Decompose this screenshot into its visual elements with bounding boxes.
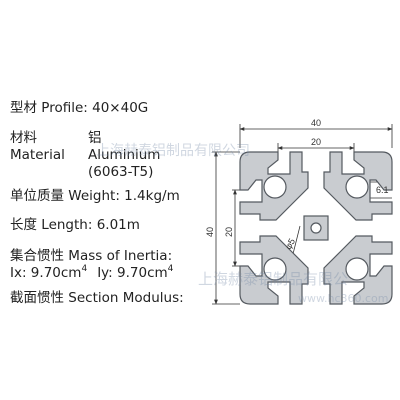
spec-weight: 单位质量 Weight: 1.4kg/m <box>10 188 180 205</box>
profile-corner-hole <box>345 175 369 199</box>
dim-slot-width: 20 <box>311 137 321 147</box>
weight-label: 单位质量 Weight: <box>10 188 120 204</box>
profile-quadrant <box>239 235 309 305</box>
material-label-cn: 材料 <box>10 130 37 146</box>
dim-inner-height: 20 <box>224 227 234 237</box>
spec-material-label: 材料 Material <box>10 130 65 164</box>
inertia-label: 集合惯性 Mass of Inertia: <box>10 248 173 264</box>
watermark-company-2: 上海赫泰铝制品有限公 <box>198 270 349 288</box>
profile-center-bore <box>310 222 322 234</box>
material-value-grade: (6063-T5) <box>88 164 154 180</box>
inertia-iy: Iy: 9.70cm <box>97 265 168 281</box>
inertia-iy-exp: 4 <box>167 264 174 274</box>
profile-cross-section <box>239 151 393 305</box>
inertia-ix: Ix: 9.70cm <box>10 265 82 281</box>
modulus-label: 截面惯性 Section Modulus: <box>10 290 184 306</box>
profile-value: 40×40G <box>92 100 149 116</box>
profile-quadrant <box>323 151 393 221</box>
profile-label: 型材 Profile: <box>10 100 88 116</box>
spec-material-value: 铝 Aluminium (6063-T5) <box>88 130 160 181</box>
dim-diameter: φ5 <box>283 237 297 251</box>
profile-quadrant <box>239 151 309 221</box>
spec-length: 长度 Length: 6.01m <box>10 217 140 234</box>
watermark-company: 上海赫泰铝制品有限公司 <box>96 143 250 159</box>
spec-modulus: 截面惯性 Section Modulus: <box>10 290 184 307</box>
material-value-cn: 铝 <box>88 130 102 146</box>
dim-overall-width: 40 <box>311 118 321 128</box>
watermark-url: www.hc360.com <box>298 292 389 305</box>
profile-corner-hole <box>263 257 287 281</box>
dim-overall-height: 40 <box>205 227 215 237</box>
profile-corner-hole <box>263 175 287 199</box>
spec-profile: 型材 Profile: 40×40G <box>10 100 148 117</box>
dim-slot-depth: 6.1 <box>376 185 389 195</box>
weight-value: 1.4kg/m <box>124 188 180 204</box>
inertia-ix-exp: 4 <box>81 264 88 274</box>
profile-quadrant <box>323 235 393 305</box>
profile-corner-hole <box>345 257 369 281</box>
length-label: 长度 Length: <box>10 217 93 233</box>
material-value-en: Aluminium <box>88 147 161 163</box>
length-value: 6.01m <box>96 217 140 233</box>
material-label-en: Material <box>10 147 65 163</box>
